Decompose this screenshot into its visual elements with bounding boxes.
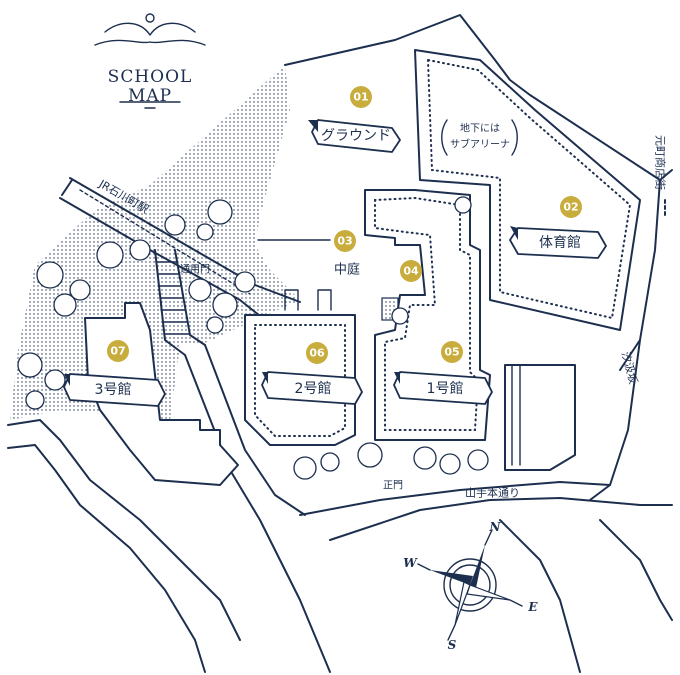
stair-path [154, 249, 206, 356]
svg-text:04: 04 [403, 265, 419, 278]
side-gate-label: 通用門 [180, 264, 210, 276]
marker-02[interactable]: 02 [560, 196, 582, 218]
svg-text:07: 07 [110, 345, 125, 358]
svg-text:05: 05 [444, 346, 459, 359]
yamate-street-label: 山手本通り [465, 486, 520, 500]
lower-left-street [7, 419, 241, 673]
courtyard-label: 中庭 [334, 262, 360, 278]
building-3-label: 3号館 [95, 381, 132, 398]
svg-text:06: 06 [309, 347, 325, 360]
gymnasium-building [414, 49, 641, 331]
wooded-area [10, 65, 300, 420]
ribbon-b2 [261, 371, 363, 405]
ribbon-ground [308, 119, 401, 153]
motomachi-street [659, 169, 673, 216]
building-2-label: 2号館 [295, 380, 332, 397]
title-line-2: MAP [128, 86, 172, 106]
motomachi-label: 元町商店街 [654, 135, 668, 190]
main-gate-label: 正門 [383, 480, 403, 492]
ribbon-b3 [63, 373, 166, 407]
annex-building [504, 364, 576, 471]
compass-rose [417, 529, 523, 641]
campus-boundary [284, 14, 661, 501]
ground-label: グラウンド [321, 128, 391, 144]
marker-04[interactable]: 04 [400, 260, 422, 282]
underground-note-line-1: 地下には [460, 122, 500, 135]
marker-05[interactable]: 05 [441, 341, 463, 363]
ribbon-gym [509, 226, 607, 259]
underground-note-bracket [441, 119, 518, 156]
title-line-1: SCHOOL [108, 67, 193, 87]
underground-note-line-2: サブアリーナ [450, 138, 510, 151]
compass-east: E [527, 600, 538, 614]
marker-07[interactable]: 07 [107, 340, 129, 362]
marker-01[interactable]: 01 [350, 86, 372, 108]
marker-03[interactable]: 03 [334, 230, 356, 252]
compass-north: N [489, 520, 502, 534]
svg-text:02: 02 [563, 201, 578, 214]
compass-west: W [403, 556, 418, 570]
trees [17, 196, 489, 480]
building-1-label: 1号館 [427, 380, 464, 397]
svg-text:03: 03 [337, 235, 352, 248]
ribbon-b1 [393, 371, 493, 405]
compass-south: S [448, 638, 457, 652]
gym-label: 体育館 [539, 234, 581, 251]
title-ornament [94, 13, 206, 109]
svg-text:01: 01 [353, 91, 368, 104]
marker-06[interactable]: 06 [306, 342, 328, 364]
yamate-street [299, 481, 673, 673]
